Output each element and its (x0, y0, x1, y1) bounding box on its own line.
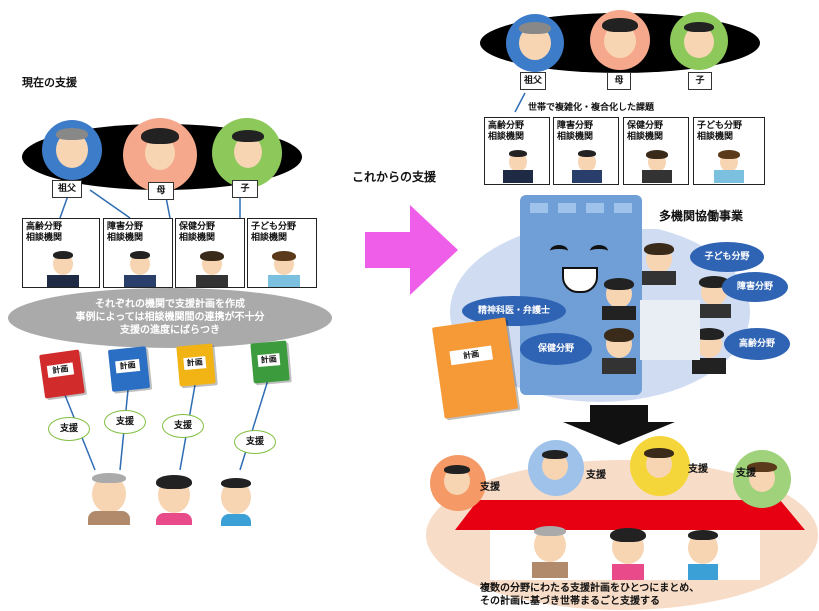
bottom-mother-figure (608, 528, 648, 582)
right-agency-elderly: 高齢分野 相談機関 (484, 117, 550, 185)
bubble-disability: 障害分野 (722, 272, 788, 302)
meeting-person-5 (690, 328, 730, 374)
plan-book-yellow: 計画 (176, 343, 216, 387)
support-oval-4: 支援 (234, 430, 276, 454)
right-agency-children: 子ども分野 相談機関 (693, 117, 765, 185)
bottom-support-label-2: 支援 (586, 470, 606, 481)
child-label: 子 (232, 180, 258, 198)
grandfather-avatar (42, 120, 102, 180)
future-support-title: これからの支援 (352, 170, 437, 184)
right-child-avatar (670, 12, 728, 70)
right-grandfather-avatar (506, 14, 564, 72)
left-agency-children: 子ども分野 相談機関 (247, 218, 317, 288)
grandfather-figure (84, 473, 134, 525)
right-agency-disability: 障害分野 相談機関 (553, 117, 619, 185)
bottom-agency-elderly (430, 455, 486, 511)
bottom-agency-children (733, 450, 791, 508)
left-agency-elderly: 高齢分野 相談機関 (22, 218, 100, 288)
right-agency-health: 保健分野 相談機関 (623, 117, 689, 185)
issue-label: 世帯で複雑化・複合化した課題 (528, 103, 655, 113)
plan-book-red: 計画 (39, 349, 85, 399)
current-support-title: 現在の支援 (22, 76, 77, 89)
bottom-grandfather-figure (528, 526, 572, 582)
bottom-support-label-3: 支援 (688, 464, 708, 475)
mother-avatar (123, 118, 197, 192)
project-title: 多機関協働事業 (642, 203, 760, 229)
mother-figure (152, 475, 196, 525)
meeting-person-1 (640, 243, 680, 285)
meeting-person-4 (600, 328, 640, 374)
red-table (455, 500, 805, 530)
meeting-table (640, 300, 700, 360)
right-mother-label: 母 (607, 72, 631, 90)
support-oval-3: 支援 (162, 414, 204, 438)
left-agency-health: 保健分野 相談機関 (175, 218, 245, 288)
mother-label: 母 (148, 182, 174, 200)
transition-arrow (365, 205, 458, 295)
bubble-elderly: 高齢分野 (724, 328, 790, 360)
right-mother-avatar (590, 10, 650, 70)
unified-plan-book: 計画 (431, 317, 519, 419)
bubble-children: 子ども分野 (690, 242, 764, 272)
conclusion-text: 複数の分野にわたる支援計画をひとつにまとめ、 その計画に基づき世帯まるごと支援す… (480, 583, 700, 607)
support-oval-2: 支援 (104, 410, 146, 434)
bottom-support-label-4: 支援 (736, 468, 756, 479)
down-arrow (563, 405, 675, 445)
grandfather-label: 祖父 (52, 180, 82, 198)
meeting-person-2 (600, 278, 640, 320)
problem-ellipse (8, 288, 332, 348)
support-oval-1: 支援 (48, 417, 90, 441)
child-avatar (212, 118, 282, 188)
child-figure (215, 478, 255, 526)
bottom-child-figure (684, 530, 724, 582)
left-agency-disability: 障害分野 相談機関 (103, 218, 173, 288)
bubble-health: 保健分野 (520, 333, 592, 365)
bottom-support-label-1: 支援 (480, 482, 500, 493)
right-child-label: 子 (688, 72, 712, 90)
plan-book-blue: 計画 (107, 346, 151, 392)
right-grandfather-label: 祖父 (520, 72, 546, 90)
bottom-agency-disability (528, 440, 584, 496)
bottom-agency-health (630, 436, 690, 496)
plan-book-green: 計画 (250, 340, 290, 384)
problem-text: それぞれの機関で支援計画を作成 事例によっては相談機関間の連携が不十分 支援の進… (75, 299, 265, 336)
